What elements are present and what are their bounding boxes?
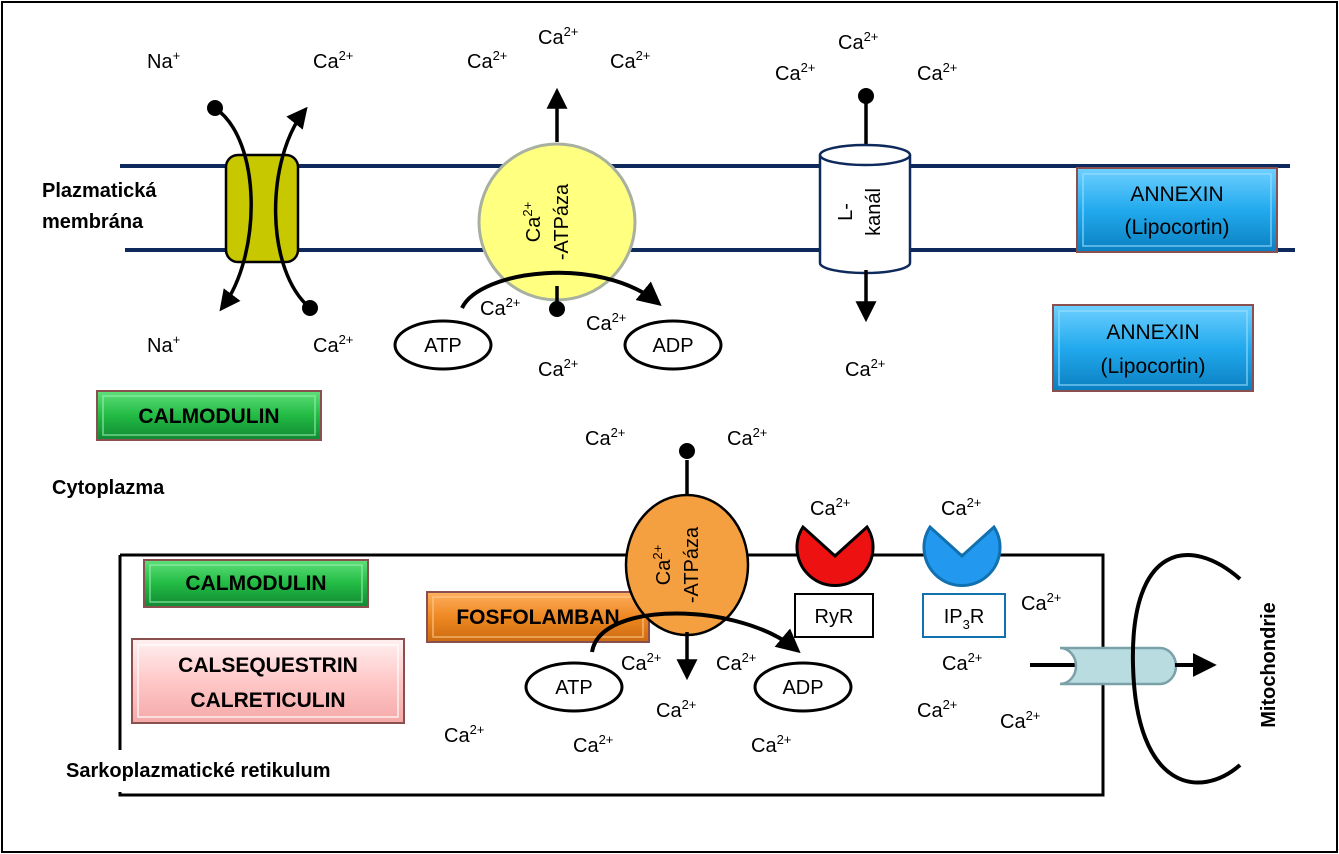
svg-text:CALMODULIN: CALMODULIN [138,405,279,428]
na-ion-bottom: Na+ [147,332,180,357]
ca-ion-label: Ca2+ [727,425,767,450]
pmca-label-line1: Ca2+ [520,202,545,242]
ca-ion-label: Ca2+ [444,722,484,747]
svg-text:ANNEXIN: ANNEXIN [1130,183,1223,206]
atp-oval-top [393,319,493,371]
mitochondrion-label: Mitochondrie [1258,602,1280,728]
atp-label-sr: ATP [555,677,592,699]
svg-text:(Lipocortin): (Lipocortin) [1100,355,1205,378]
ca-ion-label: Ca2+ [313,48,353,73]
atp-label-top: ATP [424,335,461,357]
svg-text:CALMODULIN: CALMODULIN [185,572,326,595]
calmodulin-box-top: CALMODULIN [96,390,322,441]
ca-ion-label: Ca2+ [610,48,650,73]
adp-oval-sr [753,661,853,713]
ca-ion-label: Ca2+ [480,295,520,320]
svg-text:Ca2+: Ca2+ [650,545,675,585]
svg-text:L-: L- [835,203,857,221]
ca-ion-label: Ca2+ [467,48,507,73]
l-channel-label-line2: kanál [863,188,885,236]
svg-text:CALSEQUESTRIN: CALSEQUESTRIN [178,654,358,677]
ca-ion-label: Ca2+ [917,60,957,85]
cytoplasm-label: Cytoplazma [52,477,165,499]
svg-text:Ca2+: Ca2+ [520,202,545,242]
ip3r-receptor [922,524,1006,638]
sr-label: Sarkoplazmatické retikulum [66,760,331,782]
svg-text:-ATPáza: -ATPáza [551,183,573,260]
ca-ion-label: Ca2+ [621,650,661,675]
ca-ion-label: Ca2+ [751,732,791,757]
svg-text:kanál: kanál [863,188,885,236]
adp-label-sr: ADP [782,677,823,699]
sr-label-bg [50,750,412,792]
ca-ion-label: Ca2+ [775,60,815,85]
mitochondrion-outline [1130,553,1242,785]
l-channel-label-line1: L- [835,203,857,221]
membrane-label-line1: Plazmatická [42,180,157,202]
l-type-channel [818,88,912,323]
svg-text:FOSFOLAMBAN: FOSFOLAMBAN [456,606,619,629]
ca-ion-label: Ca2+ [538,24,578,49]
svg-text:CALRETICULIN: CALRETICULIN [190,689,345,712]
na-ion-top: Na+ [147,48,180,73]
pmca-pump [460,87,662,317]
svg-text:(Lipocortin): (Lipocortin) [1124,216,1229,239]
atp-oval-sr [524,661,624,713]
adp-label-top: ADP [652,335,693,357]
svg-text:-ATPáza: -ATPáza [681,526,703,603]
pmca-label-line2: -ATPáza [551,183,573,260]
ca-ion-labels: Ca2+ Ca2+ Ca2+ Ca2+ Ca2+ Ca2+ Ca2+ Ca2+ Ca2+ Ca2+… [313,24,1061,757]
ca-ion-label: Ca2+ [585,425,625,450]
ca-ion-label: Ca2+ [586,310,626,335]
serca-label-line2: -ATPáza [681,526,703,603]
mitochondrial-uniporter [1030,646,1217,686]
annexin-box-top: ANNEXIN (Lipocortin) [1076,167,1278,253]
ca-ion-label: Ca2+ [838,29,878,54]
ca-ion-label: Ca2+ [942,650,982,675]
ca-ion-label: Ca2+ [573,732,613,757]
fosfolamban-box: FOSFOLAMBAN [426,591,650,643]
ca-ion-label: Ca2+ [917,697,957,722]
ca-ion-label: Ca2+ [941,495,981,520]
svg-text:Mitochondrie: Mitochondrie [1258,602,1280,728]
na-ca-exchanger [207,100,318,316]
serca-pump [590,443,801,681]
ca-ion-label: Ca2+ [538,356,578,381]
ca-ion-label: Ca2+ [845,356,885,381]
ca-ion-label: Ca2+ [1000,708,1040,733]
svg-text:ANNEXIN: ANNEXIN [1106,321,1199,344]
ca-ion-label: Ca2+ [313,332,353,357]
ca-ion-label: Ca2+ [716,650,756,675]
ca-ion-label: Ca2+ [656,697,696,722]
annexin-box-bottom: ANNEXIN (Lipocortin) [1052,304,1254,392]
ca-ion-label: Ca2+ [1021,590,1061,615]
adp-oval-top [623,319,723,371]
calsequestrin-box: CALSEQUESTRIN CALRETICULIN [131,638,405,724]
ryr-label: RyR [815,606,854,628]
membrane-label-line2: membrána [42,211,144,233]
serca-label-line1: Ca2+ [650,545,675,585]
ip3r-label: IP3R [944,606,985,632]
ryr-receptor [794,524,875,638]
ca-ion-label: Ca2+ [810,495,850,520]
calmodulin-box-sr: CALMODULIN [143,559,369,608]
sr-outline-left [118,555,412,797]
